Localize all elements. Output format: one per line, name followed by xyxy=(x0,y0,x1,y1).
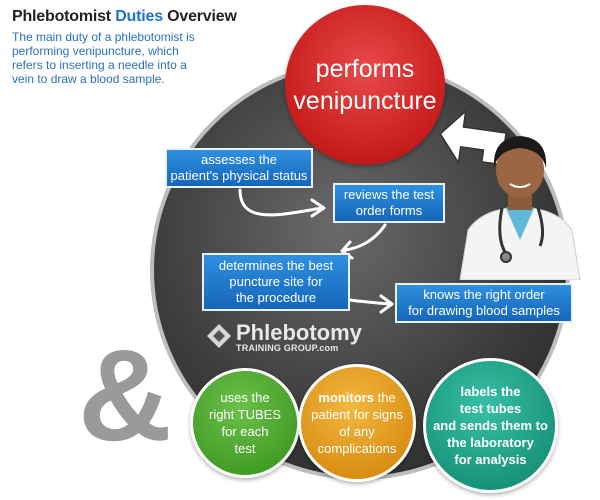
main-duty-circle: performs venipuncture xyxy=(285,5,445,165)
teal-line-4: the laboratory xyxy=(447,435,534,450)
main-duty-line-1: performs xyxy=(315,55,415,83)
orange-line-3: of any xyxy=(339,424,375,439)
main-duty-line-2: venipuncture xyxy=(293,87,437,115)
green-line-1: uses the xyxy=(220,390,270,405)
page-title: Phlebotomist Duties Overview xyxy=(12,8,237,26)
arrow-3-head xyxy=(379,294,394,314)
ampersand-symbol: & xyxy=(78,322,172,468)
arrow-1 xyxy=(238,188,324,217)
step-1-line-2: patient's physical status xyxy=(170,168,308,183)
duty-circle-labels: labels the test tubes and sends them to the… xyxy=(423,358,558,493)
orange-line-4: complications xyxy=(317,441,397,456)
step-3-line-2: puncture site for xyxy=(229,274,323,289)
intro-text: The main duty of a phlebotomist is perfo… xyxy=(12,30,195,86)
step-4-line-1: knows the right order xyxy=(423,287,545,302)
orange-line-2: patient for signs xyxy=(311,407,403,422)
doctor-icon xyxy=(459,136,581,280)
orange-rest: the xyxy=(373,390,396,405)
green-line-4: test xyxy=(234,441,256,456)
duty-circle-monitor: monitors the patient for signs of any compl… xyxy=(298,364,416,482)
logo-mark-icon xyxy=(207,324,231,348)
title-part-2: Duties xyxy=(115,8,163,25)
logo-name: Phlebotomy xyxy=(236,320,362,345)
title-part-1: Phlebotomist xyxy=(12,8,116,25)
teal-line-3: and sends them to xyxy=(433,418,548,433)
logo-subtitle: TRAINING GROUP.com xyxy=(236,343,339,353)
step-4-line-2: for drawing blood samples xyxy=(408,303,560,318)
step-2-line-2: order forms xyxy=(355,203,423,218)
green-line-2: right TUBES xyxy=(208,407,281,422)
step-1-line-1: assesses the xyxy=(201,152,277,167)
step-3-line-1: determines the best xyxy=(218,258,334,273)
arrow-2 xyxy=(343,223,387,252)
duty-circle-tubes: uses the right TUBES for each test xyxy=(190,368,300,478)
arrow-3 xyxy=(348,298,392,306)
green-line-3: for each xyxy=(221,424,269,439)
step-3-line-3: the procedure xyxy=(235,290,317,305)
teal-line-1: labels the xyxy=(460,384,521,399)
teal-line-2: test tubes xyxy=(459,401,522,416)
arrow-to-venipuncture xyxy=(439,109,507,166)
orange-bold: monitors xyxy=(318,390,374,405)
teal-line-5: for analysis xyxy=(454,452,527,467)
title-part-3: Overview xyxy=(162,8,237,25)
arrow-1-head xyxy=(310,198,326,218)
step-2-line-1: reviews the test xyxy=(343,187,435,202)
